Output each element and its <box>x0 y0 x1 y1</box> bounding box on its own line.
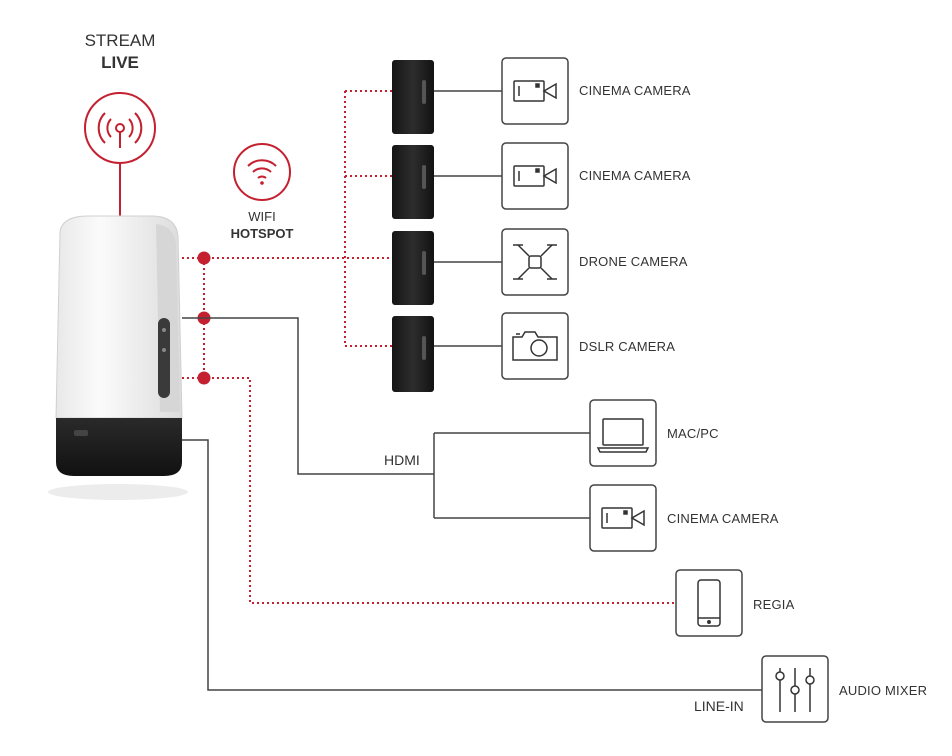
hdmi-target-label: CINEMA CAMERA <box>667 511 779 526</box>
receiver <box>392 145 434 219</box>
camera-label: DSLR CAMERA <box>579 339 676 354</box>
stream-device <box>48 215 188 500</box>
mixer-icon <box>761 655 829 723</box>
drone-icon <box>501 228 569 296</box>
receiver <box>392 60 434 134</box>
receiver <box>392 316 434 392</box>
hdmi-target-label: MAC/PC <box>667 426 719 441</box>
stream-live-icon <box>84 92 156 218</box>
wifi-line2: HOTSPOT <box>230 226 294 241</box>
laptop-icon <box>589 399 657 467</box>
camera-label: CINEMA CAMERA <box>579 83 691 98</box>
line-in-label: LINE-IN <box>694 698 744 714</box>
wifi-line1: WIFI <box>248 209 276 224</box>
smartphone-icon <box>675 569 743 637</box>
wired-links <box>182 90 762 691</box>
stream-live-title: STREAM LIVE <box>60 30 180 74</box>
camera-label: DRONE CAMERA <box>579 254 688 269</box>
cinema-camera-icon <box>501 142 569 210</box>
title-line1: STREAM <box>84 31 156 50</box>
camera-label: CINEMA CAMERA <box>579 168 691 183</box>
wifi-hotspot-label: WIFI HOTSPOT <box>212 208 312 242</box>
regia-label: REGIA <box>753 597 795 612</box>
receiver <box>392 231 434 305</box>
cinema-camera-icon <box>589 484 657 552</box>
wifi-icon <box>233 143 291 201</box>
dslr-camera-icon <box>501 312 569 380</box>
receiver-units <box>392 60 434 392</box>
title-line2: LIVE <box>101 53 139 72</box>
cinema-camera-icon <box>501 57 569 125</box>
audio-mixer-label: AUDIO MIXER <box>839 683 928 698</box>
hdmi-label: HDMI <box>384 452 420 468</box>
